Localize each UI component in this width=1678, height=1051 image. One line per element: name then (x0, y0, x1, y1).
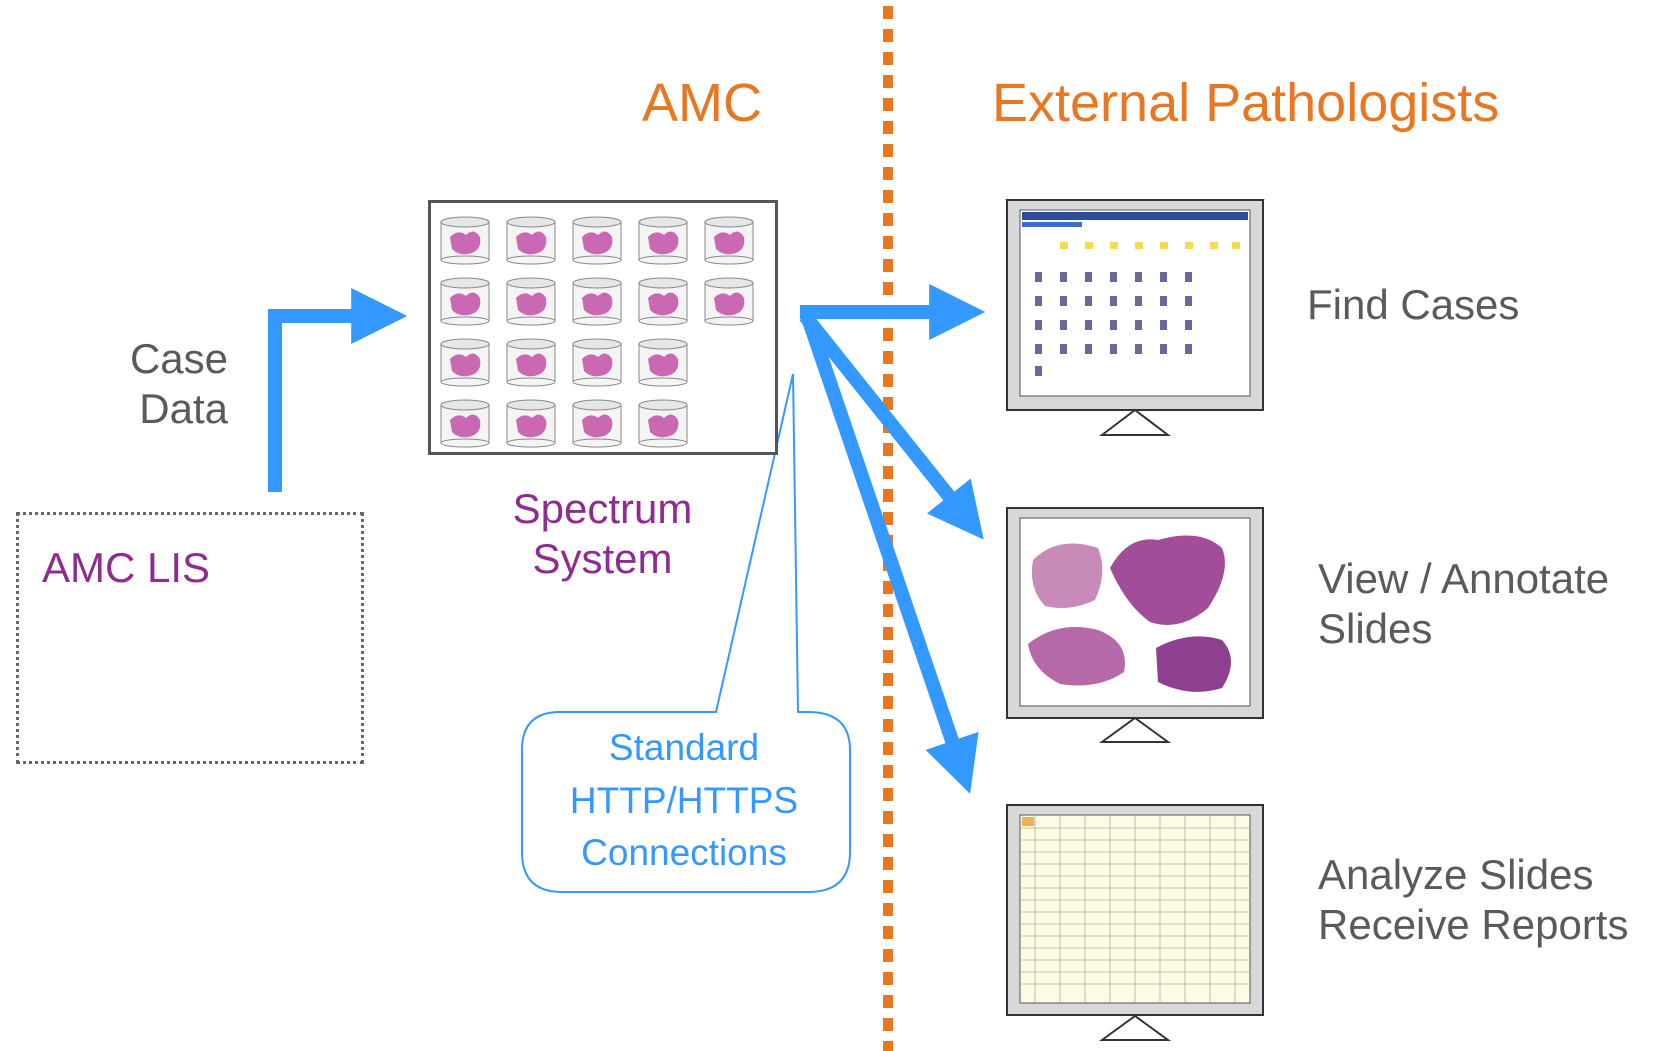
analyze-slides-label: Analyze Slides Receive Reports (1318, 851, 1629, 948)
monitor-view-slides (1006, 507, 1264, 743)
http-connections-label: Standard HTTP/HTTPS Connections (569, 727, 799, 874)
slide-container-icon (440, 277, 490, 326)
slide-container-icon (572, 338, 622, 387)
slide-container-icon (572, 216, 622, 265)
spectrum-system-box (428, 200, 778, 455)
arrow-to-analyze (801, 315, 979, 794)
slide-container-icon (638, 277, 688, 326)
slide-container-icon (440, 399, 490, 448)
slide-container-grid (440, 216, 754, 448)
slide-container-icon (638, 399, 688, 448)
slide-container-icon (704, 277, 754, 326)
spectrum-system-label: Spectrum System (512, 485, 693, 582)
slide-container-icon (638, 216, 688, 265)
case-data-arrow (268, 288, 408, 492)
callout-bubble (521, 373, 851, 893)
find-cases-label: Find Cases (1307, 281, 1520, 328)
slide-container-icon (704, 216, 754, 265)
slide-container-icon (572, 277, 622, 326)
monitor-find-cases (1005, 199, 1265, 436)
external-pathologists-heading: External Pathologists (992, 73, 1500, 133)
case-data-label: Case Data (129, 335, 228, 432)
arrow-to-view-slides (799, 311, 984, 540)
monitor-analyze (1006, 804, 1264, 1041)
slide-container-icon (440, 216, 490, 265)
slide-container-icon (506, 277, 556, 326)
view-annotate-slides-label: View / Annotate Slides (1318, 555, 1610, 652)
slide-container-icon (638, 338, 688, 387)
slide-container-icon (572, 399, 622, 448)
slide-container-icon (506, 216, 556, 265)
amc-lis-label: AMC LIS (42, 544, 211, 591)
amc-heading: AMC (642, 73, 762, 133)
slide-container-icon (506, 338, 556, 387)
slide-container-icon (440, 338, 490, 387)
slide-container-icon (506, 399, 556, 448)
lis-box (16, 512, 364, 764)
